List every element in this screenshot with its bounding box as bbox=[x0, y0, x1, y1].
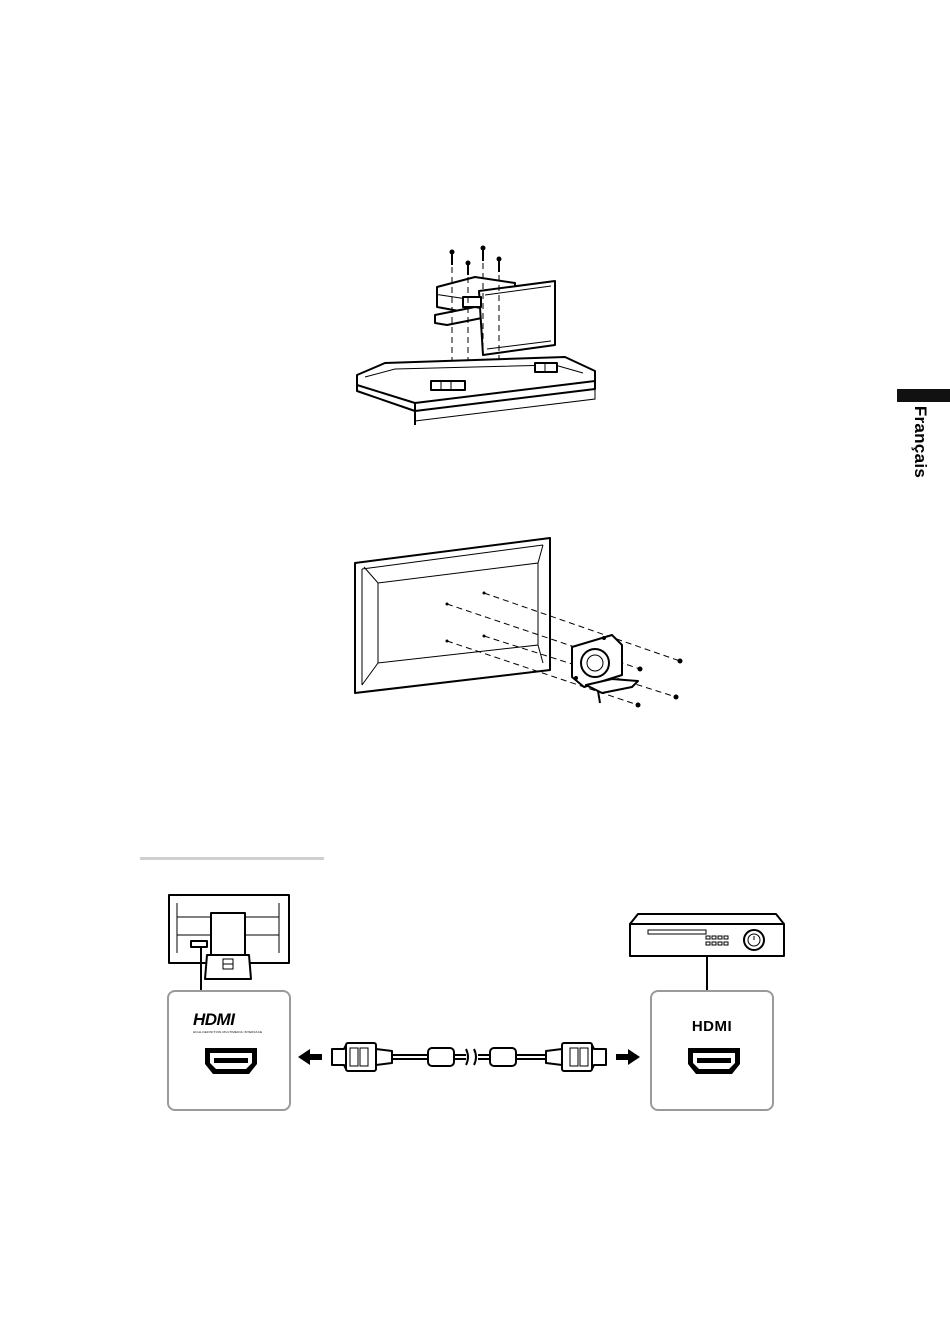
monitor-back-illustration bbox=[167, 893, 292, 993]
screw-icon bbox=[497, 257, 502, 273]
hdmi-cable-illustration bbox=[294, 1035, 644, 1081]
device-hdmi-port-panel: HDMI bbox=[650, 990, 774, 1111]
screw-icon bbox=[636, 703, 641, 708]
hdmi-logo: HDMI bbox=[193, 1010, 234, 1030]
vesa-mount-illustration bbox=[350, 535, 695, 715]
dial-icon bbox=[744, 930, 764, 950]
screw-icon bbox=[481, 246, 486, 262]
video-device-illustration bbox=[628, 908, 788, 998]
screw-icon bbox=[638, 667, 643, 672]
language-tab-label: Français bbox=[908, 392, 932, 492]
hdmi-logo-tagline: HIGH-DEFINITION MULTIMEDIA INTERFACE bbox=[193, 1030, 273, 1034]
hdmi-port-icon bbox=[686, 1046, 742, 1076]
device-hdmi-label: HDMI bbox=[652, 1018, 772, 1035]
monitor-hdmi-port-panel: HDMI HIGH-DEFINITION MULTIMEDIA INTERFAC… bbox=[167, 990, 291, 1111]
screw-icon bbox=[678, 659, 683, 664]
arrow-right-icon bbox=[616, 1049, 640, 1065]
section-divider bbox=[140, 857, 324, 860]
screw-icon bbox=[450, 250, 455, 266]
hdmi-port-icon bbox=[203, 1046, 259, 1076]
screw-icon bbox=[674, 695, 679, 700]
screw-icon bbox=[466, 261, 471, 276]
arrow-left-icon bbox=[298, 1049, 322, 1065]
stand-detach-illustration bbox=[355, 245, 600, 425]
